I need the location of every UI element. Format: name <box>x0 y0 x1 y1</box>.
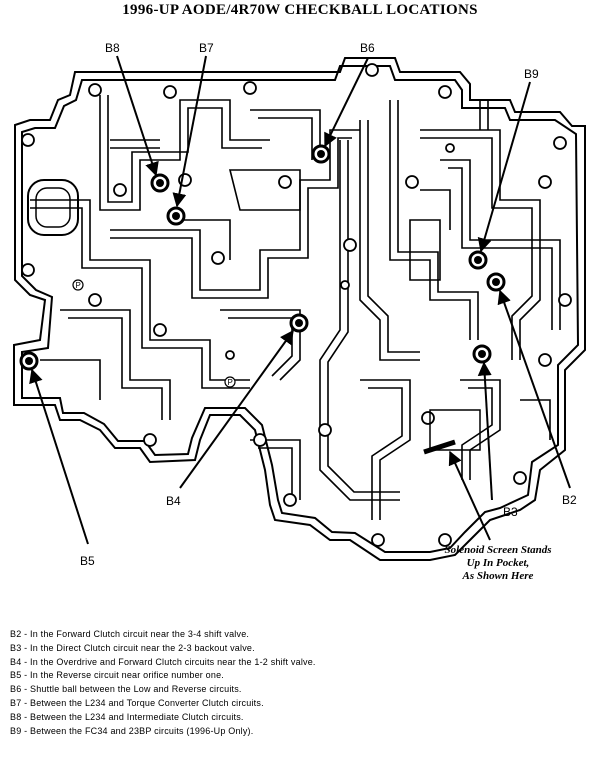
fluid-passages <box>30 95 561 520</box>
label-b5: B5 <box>80 554 95 568</box>
callout-labels: B8 B7 B6 B9 B4 B5 B3 B2 <box>80 41 577 568</box>
arrow-note <box>448 450 491 541</box>
arrow-b5 <box>29 368 89 545</box>
arrow-b8 <box>116 55 159 177</box>
legend-item-b9: B9 - Between the FC34 and 23BP circuits … <box>10 725 254 736</box>
solenoid-screen <box>423 409 481 455</box>
solenoid-note: Solenoid Screen Stands Up In Pocket, As … <box>445 544 552 582</box>
checkball-b3 <box>472 344 492 364</box>
note-line-2: Up In Pocket, <box>467 557 530 569</box>
valve-body-outline <box>13 57 586 561</box>
svg-text:P: P <box>76 281 81 290</box>
label-b8: B8 <box>105 41 120 55</box>
checkball-b2 <box>486 272 506 292</box>
arrow-b9 <box>477 81 531 253</box>
label-b7: B7 <box>199 41 214 55</box>
note-line-3: As Shown Here <box>462 570 534 582</box>
page-title: 1996-UP AODE/4R70W CHECKBALL LOCATIONS <box>122 2 478 18</box>
leader-arrows <box>29 55 571 545</box>
label-b2: B2 <box>562 493 577 507</box>
legend-item-b6: B6 - Shuttle ball between the Low and Re… <box>10 684 242 695</box>
arrow-b4 <box>179 329 294 489</box>
label-b9: B9 <box>524 67 539 81</box>
checkball-b8 <box>150 173 170 193</box>
checkball-b9 <box>468 250 488 270</box>
legend-item-b4: B4 - In the Overdrive and Forward Clutch… <box>10 656 316 667</box>
checkball-b6 <box>311 144 331 164</box>
label-b4: B4 <box>166 494 181 508</box>
label-b6: B6 <box>360 41 375 55</box>
arrow-b2 <box>497 289 571 489</box>
note-line-1: Solenoid Screen Stands <box>445 544 552 556</box>
legend-item-b5: B5 - In the Reverse circuit near orifice… <box>10 670 224 681</box>
checkball-b5 <box>19 351 39 371</box>
main-bore <box>27 179 79 236</box>
checkball-b4 <box>289 313 309 333</box>
arrow-b7 <box>172 55 207 208</box>
plug-markers: P P <box>72 279 236 388</box>
bolt-holes <box>21 63 572 547</box>
arrow-b6 <box>324 57 369 148</box>
legend-item-b3: B3 - In the Direct Clutch circuit near t… <box>10 642 255 653</box>
svg-text:P: P <box>228 378 233 387</box>
legend-item-b8: B8 - Between the L234 and Intermediate C… <box>10 711 244 722</box>
checkball-legend: B2 - In the Forward Clutch circuit near … <box>10 628 590 738</box>
checkball-b7 <box>166 206 186 226</box>
legend-item-b2: B2 - In the Forward Clutch circuit near … <box>10 629 250 639</box>
checkball-markers <box>19 144 506 371</box>
arrow-b3 <box>477 361 493 501</box>
legend-item-b7: B7 - Between the L234 and Torque Convert… <box>10 697 264 708</box>
label-b3: B3 <box>503 505 518 519</box>
